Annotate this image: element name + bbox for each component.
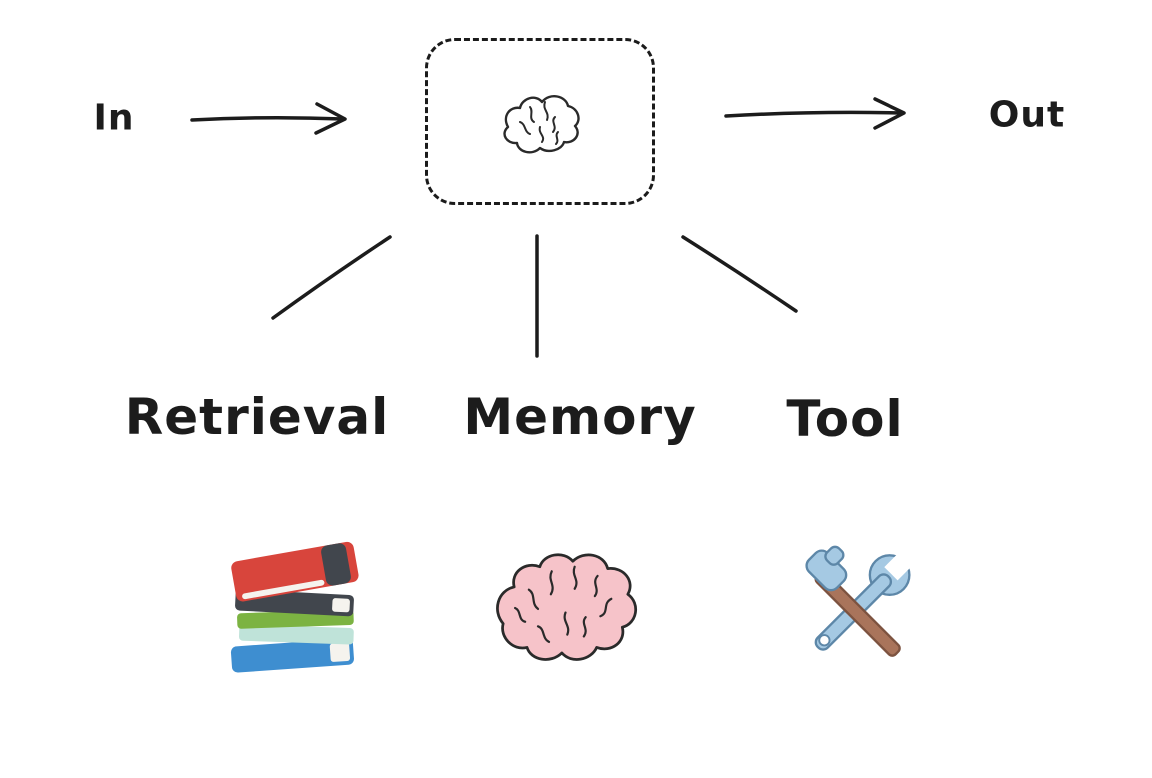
tools-icon bbox=[775, 531, 935, 691]
branch-label-memory: Memory bbox=[463, 388, 697, 446]
output-label: Out bbox=[988, 94, 1066, 136]
brain-sketch-icon bbox=[503, 94, 580, 153]
input-arrow bbox=[190, 102, 347, 135]
connector-retrieval-line bbox=[271, 235, 392, 320]
branch-label-tool: Tool bbox=[786, 390, 904, 448]
book-teal bbox=[239, 624, 354, 645]
output-arrow bbox=[724, 97, 906, 130]
brain-icon bbox=[483, 538, 648, 678]
books-icon bbox=[210, 526, 375, 691]
llm-box bbox=[425, 38, 655, 205]
branch-label-retrieval: Retrieval bbox=[124, 388, 390, 446]
input-label: In bbox=[93, 97, 135, 139]
connector-tool-line bbox=[681, 235, 798, 313]
book-blue bbox=[230, 638, 354, 673]
hammer bbox=[805, 545, 901, 657]
book-red bbox=[231, 541, 359, 602]
